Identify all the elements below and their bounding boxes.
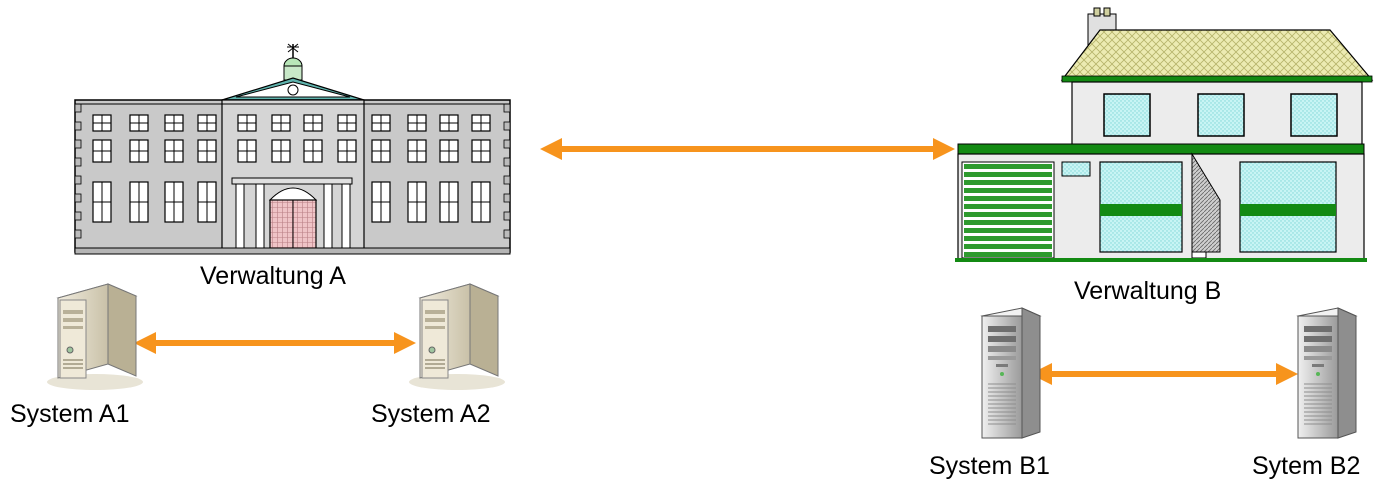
verwaltung-b-label: Verwaltung B — [1074, 277, 1222, 305]
system-b2-server-icon — [1296, 307, 1358, 439]
arrow-verwaltung-a-b — [540, 138, 955, 160]
connection-arrows — [134, 138, 1298, 385]
system-b2-label: Sytem B2 — [1252, 452, 1361, 480]
system-a1-label: System A1 — [10, 400, 130, 428]
system-a1-server-icon — [47, 283, 143, 390]
system-b1-server-icon — [980, 307, 1042, 439]
verwaltung-a-label: Verwaltung A — [200, 262, 346, 290]
house-office-icon — [955, 7, 1374, 262]
system-a2-label: System A2 — [371, 400, 491, 428]
arrow-system-a1-a2 — [134, 332, 416, 354]
system-a2-server-icon — [409, 283, 505, 390]
arrow-system-b1-b2 — [1030, 363, 1298, 385]
system-b1-label: System B1 — [929, 452, 1050, 480]
government-building-icon — [74, 43, 511, 255]
